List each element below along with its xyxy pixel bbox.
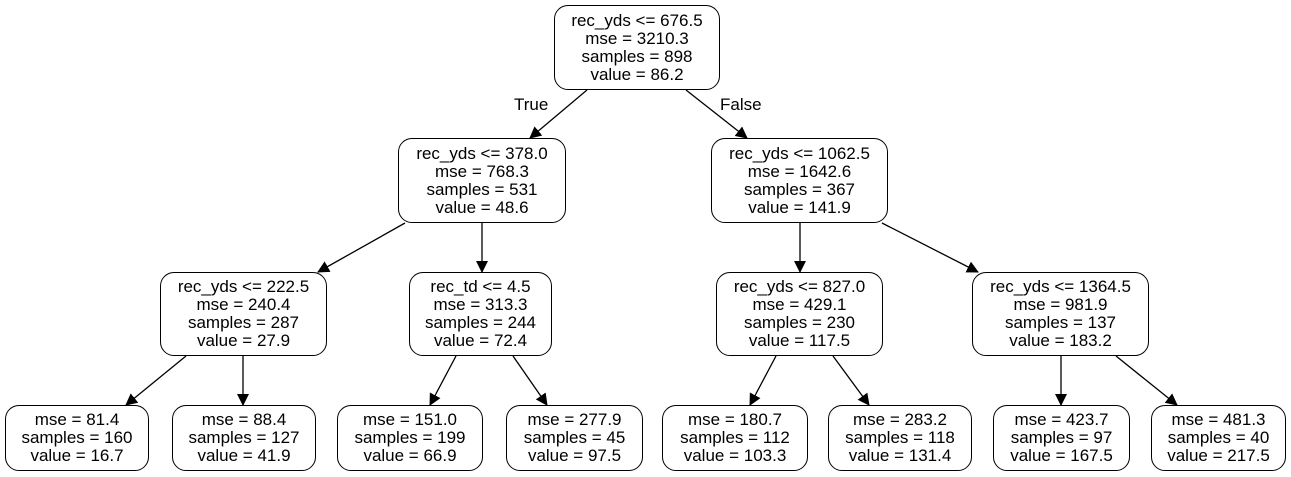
node-mse: mse = 429.1	[752, 295, 847, 314]
tree-leaf-7: mse = 423.7 samples = 97 value = 167.5	[993, 405, 1130, 471]
edge-n5-l5	[749, 355, 777, 406]
node-mse: mse = 313.3	[433, 295, 528, 314]
node-samples: samples = 898	[581, 46, 693, 66]
branch-label-false: False	[720, 95, 762, 114]
tree-node-root: rec_yds <= 676.5 mse = 3210.3 samples = …	[554, 5, 720, 90]
leaf-samples: samples = 40	[1167, 428, 1270, 447]
node-split: rec_td <= 4.5	[430, 277, 531, 296]
tree-node-n5: rec_yds <= 827.0 mse = 429.1 samples = 2…	[716, 272, 883, 356]
tree-node-n2: rec_yds <= 1062.5 mse = 1642.6 samples =…	[711, 138, 888, 223]
node-samples: samples = 230	[743, 313, 856, 332]
leaf-value: value = 103.3	[683, 446, 787, 465]
tree-node-n3: rec_yds <= 222.5 mse = 240.4 samples = 2…	[160, 272, 327, 356]
branch-label-true: True	[514, 95, 549, 114]
leaf-mse: mse = 151.0	[362, 410, 458, 429]
leaf-mse: mse = 283.2	[852, 410, 948, 429]
leaf-samples: samples = 160	[21, 428, 133, 447]
node-value: value = 72.4	[433, 331, 528, 350]
tree-leaf-1: mse = 81.4 samples = 160 value = 16.7	[5, 405, 149, 471]
edge-n0-n2	[685, 89, 748, 139]
leaf-samples: samples = 112	[680, 428, 790, 447]
node-value: value = 141.9	[748, 197, 851, 217]
edge-n4-l3	[429, 355, 457, 406]
edge-n5-l6	[832, 355, 870, 406]
node-mse: mse = 1642.6	[747, 161, 852, 181]
leaf-value: value = 16.7	[30, 446, 124, 465]
leaf-mse: mse = 277.9	[527, 410, 622, 429]
node-value: value = 48.6	[435, 197, 529, 217]
node-mse: mse = 768.3	[434, 161, 530, 181]
leaf-samples: samples = 97	[1010, 428, 1113, 447]
tree-node-n4: rec_td <= 4.5 mse = 313.3 samples = 244 …	[409, 272, 552, 356]
leaf-samples: samples = 45	[523, 428, 626, 447]
node-value: value = 117.5	[748, 331, 851, 350]
node-split: rec_yds <= 676.5	[571, 10, 703, 30]
node-value: value = 27.9	[196, 331, 291, 350]
leaf-value: value = 217.5	[1167, 446, 1270, 465]
edge-n1-n3	[317, 222, 406, 273]
node-value: value = 86.2	[590, 64, 684, 84]
node-split: rec_yds <= 1364.5	[990, 277, 1131, 296]
tree-node-n6: rec_yds <= 1364.5 mse = 981.9 samples = …	[972, 272, 1149, 356]
node-split: rec_yds <= 222.5	[177, 277, 310, 296]
tree-leaf-3: mse = 151.0 samples = 199 value = 66.9	[337, 405, 483, 471]
tree-leaf-6: mse = 283.2 samples = 118 value = 131.4	[828, 405, 972, 471]
leaf-samples: samples = 118	[845, 428, 955, 447]
node-samples: samples = 531	[426, 179, 538, 199]
node-mse: mse = 240.4	[196, 295, 291, 314]
node-split: rec_yds <= 378.0	[416, 143, 548, 163]
tree-node-n1: rec_yds <= 378.0 mse = 768.3 samples = 5…	[398, 138, 566, 223]
edge-n3-l1	[125, 355, 187, 406]
leaf-samples: samples = 199	[354, 428, 466, 447]
leaf-value: value = 66.9	[363, 446, 457, 465]
leaf-value: value = 167.5	[1010, 446, 1113, 465]
leaf-mse: mse = 180.7	[687, 410, 783, 429]
leaf-mse: mse = 423.7	[1014, 410, 1109, 429]
node-samples: samples = 367	[743, 179, 856, 199]
node-mse: mse = 3210.3	[585, 28, 689, 48]
node-value: value = 183.2	[1009, 331, 1112, 350]
leaf-mse: mse = 81.4	[34, 410, 120, 429]
tree-leaf-2: mse = 88.4 samples = 127 value = 41.9	[172, 405, 316, 471]
tree-leaf-8: mse = 481.3 samples = 40 value = 217.5	[1151, 405, 1286, 471]
edge-n2-n6	[881, 222, 979, 273]
node-samples: samples = 244	[424, 313, 537, 332]
leaf-value: value = 41.9	[197, 446, 291, 465]
leaf-value: value = 131.4	[848, 446, 952, 465]
edge-n4-l4	[512, 355, 548, 406]
node-split: rec_yds <= 1062.5	[729, 143, 870, 163]
tree-leaf-4: mse = 277.9 samples = 45 value = 97.5	[506, 405, 643, 471]
node-mse: mse = 981.9	[1013, 295, 1108, 314]
node-split: rec_yds <= 827.0	[733, 277, 866, 296]
edge-n0-n1	[529, 89, 588, 139]
leaf-mse: mse = 481.3	[1171, 410, 1266, 429]
edge-n6-l8	[1115, 355, 1178, 406]
leaf-samples: samples = 127	[188, 428, 300, 447]
leaf-value: value = 97.5	[527, 446, 622, 465]
node-samples: samples = 137	[1004, 313, 1117, 332]
node-samples: samples = 287	[187, 313, 300, 332]
tree-leaf-5: mse = 180.7 samples = 112 value = 103.3	[662, 405, 808, 471]
leaf-mse: mse = 88.4	[201, 410, 287, 429]
